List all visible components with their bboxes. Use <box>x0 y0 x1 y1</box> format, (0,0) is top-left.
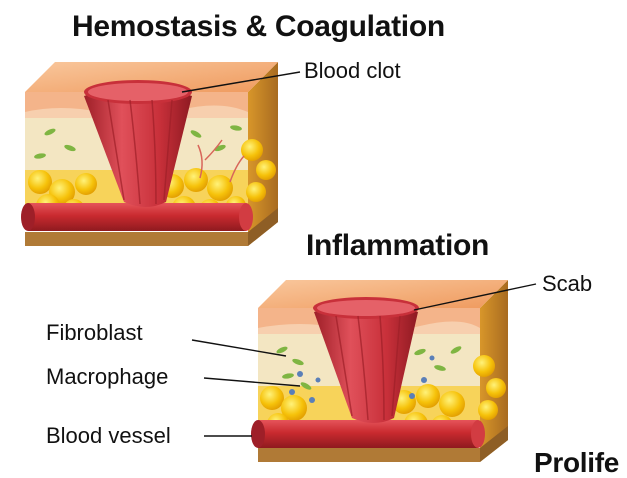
inflammation-blood-vessel <box>251 420 485 448</box>
scab-label: Scab <box>542 273 592 295</box>
macrophage-label: Macrophage <box>46 366 168 388</box>
fibroblast-label: Fibroblast <box>46 322 143 344</box>
hemostasis-title: Hemostasis & Coagulation <box>72 12 445 42</box>
hemostasis-blood-vessel <box>21 203 253 231</box>
blood-clot-label: Blood clot <box>304 60 401 82</box>
proliferation-title: Prolife <box>534 449 619 477</box>
blood-vessel-label: Blood vessel <box>46 425 171 447</box>
inflammation-title: Inflammation <box>306 231 489 261</box>
